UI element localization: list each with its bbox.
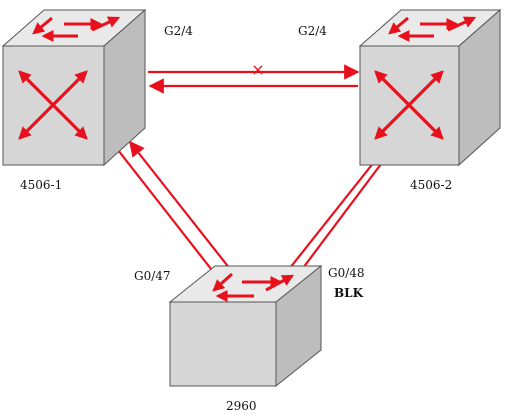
port-state-blocked: BLK [334,286,364,300]
port-label-access-left: G0/47 [134,269,171,283]
switch-side-face [275,264,322,388]
node-label-core1: 4506-1 [20,178,62,192]
node-label-core2: 4506-2 [410,178,452,192]
link-core2-access [277,146,394,289]
link-arrow-access-to-core2 [287,146,394,289]
link-core1-access [117,140,235,285]
multilayer-switch-icon [374,70,444,140]
link-arrow-core2-to-access [277,151,383,285]
switch-side-face [103,8,146,167]
top-arrows-icon [388,16,477,42]
top-arrows-icon [32,16,121,42]
switch-front-face [169,301,277,387]
core-switch-2: 4506-2 G2/4 [298,8,502,192]
multilayer-switch-icon [18,70,88,140]
port-label-core1-g: G2/4 [164,24,193,38]
port-label-core2-g: G2/4 [298,24,327,38]
core-switch-1: 4506-1 G2/4 [1,8,193,192]
link-core1-core2: × [148,60,360,94]
link-arrow-core1-to-access [117,149,223,285]
blocked-marker: × [251,60,264,79]
link-arrow-access-to-core1 [129,140,235,275]
layer2-switch-icon [212,272,295,302]
port-label-access-right: G0/48 [328,266,365,280]
node-label-access: 2960 [226,399,257,413]
switch-side-face [458,8,501,167]
access-switch: 2960 G0/47 G0/48 BLK [134,264,365,413]
